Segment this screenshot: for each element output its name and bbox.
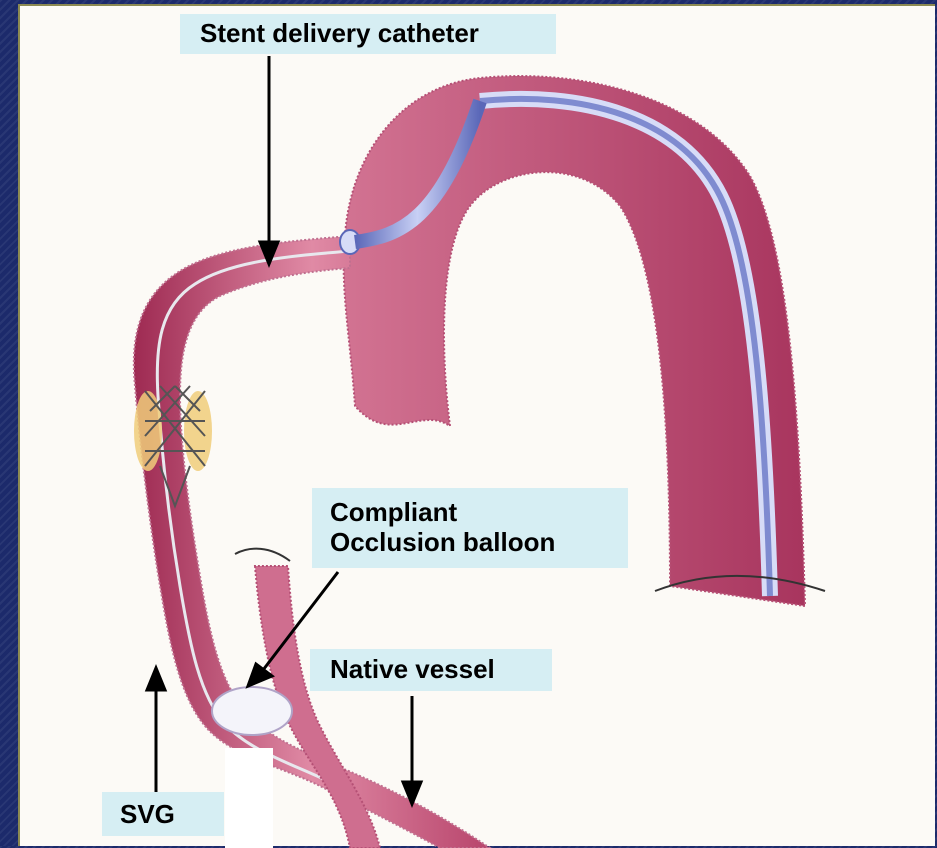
- native-vessel-label: Native vessel: [310, 649, 552, 691]
- svg-label: SVG: [102, 792, 224, 836]
- vessel-illustration: [20, 6, 937, 848]
- arrow-svg-head: [147, 668, 165, 690]
- label-backdrop: [225, 748, 273, 848]
- compliant-occlusion-balloon-label: Compliant Occlusion balloon: [312, 488, 628, 568]
- stent-delivery-catheter-label: Stent delivery catheter: [180, 14, 556, 54]
- arrow-balloon-head: [248, 664, 272, 686]
- occlusion-balloon: [212, 687, 292, 735]
- diagram-panel: Stent delivery catheter Compliant Occlus…: [18, 4, 935, 846]
